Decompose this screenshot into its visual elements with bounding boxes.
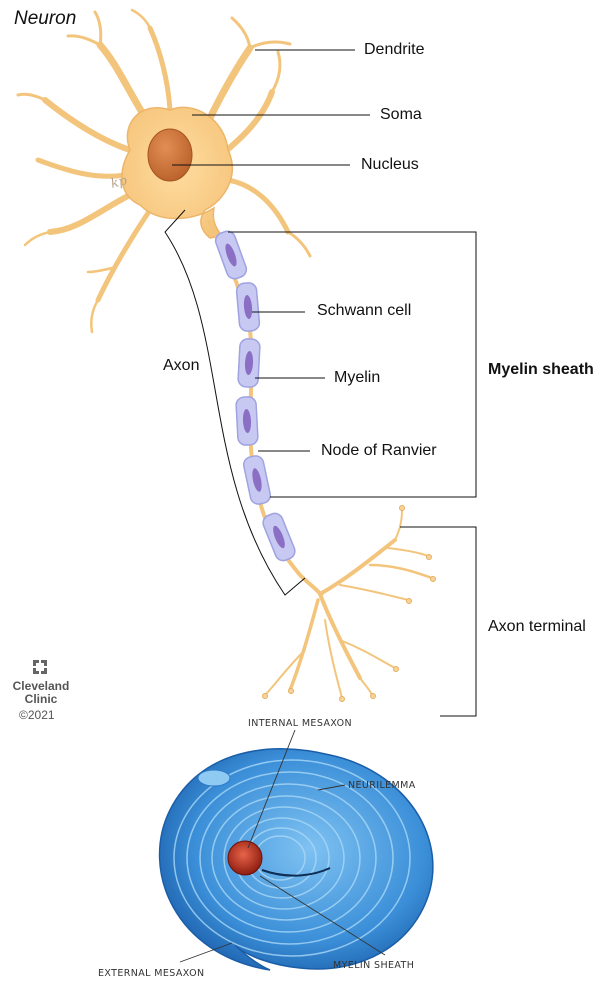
diagram-title: Neuron: [14, 8, 76, 30]
label-external-mesaxon: EXTERNAL MESAXON: [98, 968, 204, 979]
label-node-of-ranvier: Node of Ranvier: [321, 442, 437, 460]
label-myelin: Myelin: [334, 369, 380, 387]
label-myelin-sheath-cross: MYELIN SHEATH: [333, 960, 414, 971]
label-dendrite: Dendrite: [364, 41, 424, 59]
label-soma: Soma: [380, 106, 422, 124]
label-axon: Axon: [163, 357, 199, 375]
label-neurilemma: NEURILEMMA: [348, 780, 416, 791]
cleveland-clinic-logo-icon: [33, 660, 47, 674]
nucleus-shape: [148, 129, 192, 181]
schwann-cells: [213, 229, 297, 563]
label-nucleus: Nucleus: [361, 156, 419, 174]
label-schwann-cell: Schwann cell: [317, 302, 411, 320]
logo-name-line2: Clinic: [12, 693, 70, 706]
logo-name: Cleveland Clinic: [12, 680, 70, 706]
axon-core: [208, 220, 322, 596]
logo-year: ©2021: [19, 708, 55, 722]
label-internal-mesaxon: INTERNAL MESAXON: [248, 718, 352, 729]
label-myelin-sheath: Myelin sheath: [488, 361, 594, 379]
label-axon-terminal: Axon terminal: [488, 618, 586, 636]
